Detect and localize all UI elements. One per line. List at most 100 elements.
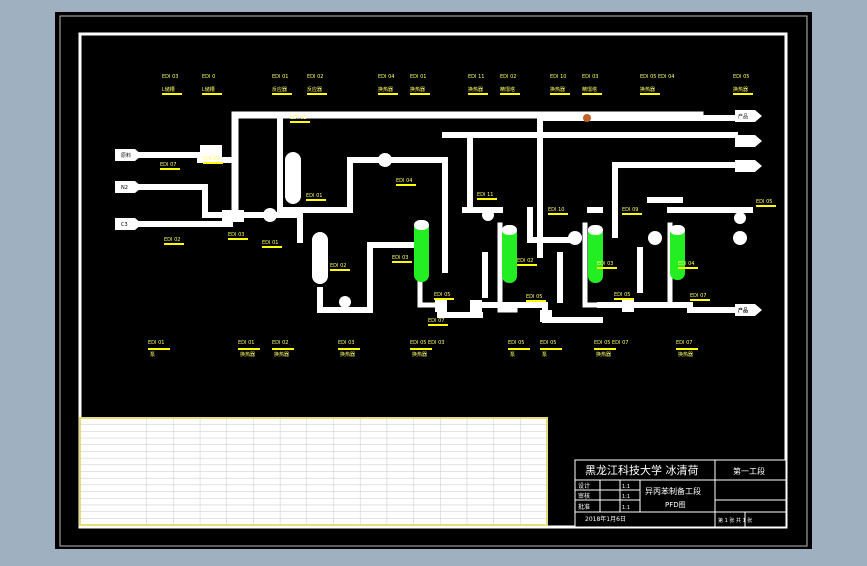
- tag-underline: [594, 348, 616, 350]
- tag-underline: [676, 348, 698, 350]
- tag-underline: [690, 299, 710, 301]
- product-label: 产品: [738, 307, 748, 314]
- inner-tag: EDI 02: [290, 115, 306, 121]
- tag-name: 换热器: [678, 351, 693, 358]
- outlet-arrow: [735, 135, 762, 147]
- tb-date: 2018年1月6日: [585, 515, 626, 523]
- tag-underline: [338, 348, 360, 350]
- distillation-column-2: [502, 225, 517, 283]
- pump: [622, 300, 634, 312]
- feed-label: 原料: [121, 152, 131, 159]
- tag-code: EDI 01: [410, 74, 426, 80]
- heat-exchanger: [482, 209, 494, 221]
- reactor-2: [312, 232, 328, 284]
- tag-code: EDI 0: [202, 74, 215, 80]
- tag-underline: [428, 324, 448, 326]
- tag-underline: [622, 213, 642, 215]
- inner-tag: EDI 03: [597, 261, 613, 267]
- inner-frame: [78, 32, 788, 529]
- control-valve: [583, 114, 591, 122]
- tag-underline: [228, 238, 248, 240]
- tb-type: PFD图: [665, 501, 686, 509]
- tag-underline: [378, 93, 398, 95]
- tag-underline: [330, 269, 350, 271]
- tag-underline: [548, 213, 568, 215]
- distillation-column-4: [670, 225, 685, 280]
- inner-tag: EDI 05: [756, 199, 772, 205]
- tag-code: EDI 05 EDI 07: [594, 340, 628, 346]
- tag-name: 精馏塔: [582, 86, 597, 93]
- heat-exchanger: [568, 231, 582, 245]
- storage-tank: [222, 210, 244, 222]
- feed-label: C3: [121, 222, 128, 228]
- inlet-arrow: [115, 181, 142, 193]
- tag-underline: [582, 93, 602, 95]
- tag-underline: [307, 93, 327, 95]
- inner-tag: EDI 02: [517, 258, 533, 264]
- inner-tag: EDI 03: [228, 232, 244, 238]
- tag-underline: [392, 261, 412, 263]
- inlet-arrow: [115, 149, 142, 161]
- tag-name: 换热器: [412, 351, 427, 358]
- feed-label: N2: [121, 185, 128, 191]
- inlet-arrow: [115, 218, 142, 230]
- pump: [435, 300, 447, 312]
- tag-underline: [756, 205, 776, 207]
- inner-tag: EDI 03: [392, 255, 408, 261]
- tag-underline: [468, 93, 488, 95]
- tb-role3: 批准: [578, 503, 590, 511]
- tag-name: 泵: [510, 352, 515, 358]
- tb-drawing: 异丙苯制备工段: [645, 486, 701, 496]
- inner-tag: EDI 05: [614, 292, 630, 298]
- column-cap: [670, 225, 685, 235]
- tag-name: 换热器: [596, 351, 611, 358]
- tag-code: EDI 01: [148, 340, 164, 346]
- tag-name: 换热器: [240, 351, 255, 358]
- tag-underline: [540, 348, 562, 350]
- tag-code: EDI 02: [272, 340, 288, 346]
- tb-role2: 审核: [578, 492, 590, 500]
- tag-underline: [410, 348, 432, 350]
- inner-tag: EDI 02: [330, 263, 346, 269]
- tag-name: 换热器: [378, 86, 393, 93]
- pipe-network: [117, 111, 753, 323]
- tag-underline: [306, 199, 326, 201]
- tb-school: 黑龙江科技大学 冰清荷: [585, 463, 699, 477]
- inner-tag: EDI 07: [160, 162, 176, 168]
- tag-name: 反应器: [272, 86, 287, 93]
- storage-tank: [200, 145, 222, 157]
- tag-underline: [517, 264, 537, 266]
- outlet-arrow: [735, 304, 762, 316]
- heat-exchanger: [378, 153, 392, 167]
- inner-tag: EDI 01: [262, 240, 278, 246]
- tag-code: EDI 02: [500, 74, 516, 80]
- tag-underline: [162, 93, 182, 95]
- inner-tag: EDI 02: [164, 237, 180, 243]
- tag-underline: [678, 267, 698, 269]
- inner-tag: EDI 07: [428, 318, 444, 324]
- inner-tag: EDI 11: [477, 192, 493, 198]
- tag-underline: [640, 93, 660, 95]
- tag-code: EDI 05: [733, 74, 749, 80]
- tag-name: 换热器: [274, 351, 289, 358]
- inner-tag: EDI 05: [526, 294, 542, 300]
- tag-code: EDI 01: [238, 340, 254, 346]
- tag-name: 换热器: [733, 86, 748, 93]
- tag-underline: [410, 93, 430, 95]
- outer-frame: [59, 15, 808, 547]
- tag-underline: [160, 168, 180, 170]
- heat-exchanger: [734, 212, 746, 224]
- tag-name: 换热器: [468, 86, 483, 93]
- tag-code: EDI 07: [676, 340, 692, 346]
- heat-exchanger: [263, 208, 277, 222]
- inner-tag: EDI 01: [306, 193, 322, 199]
- title-block: 黑龙江科技大学 冰清荷 第一工段 设计 审核 批准 1:1 1:1 1:1 异丙…: [574, 459, 787, 528]
- tag-underline: [434, 298, 454, 300]
- tag-underline: [396, 184, 416, 186]
